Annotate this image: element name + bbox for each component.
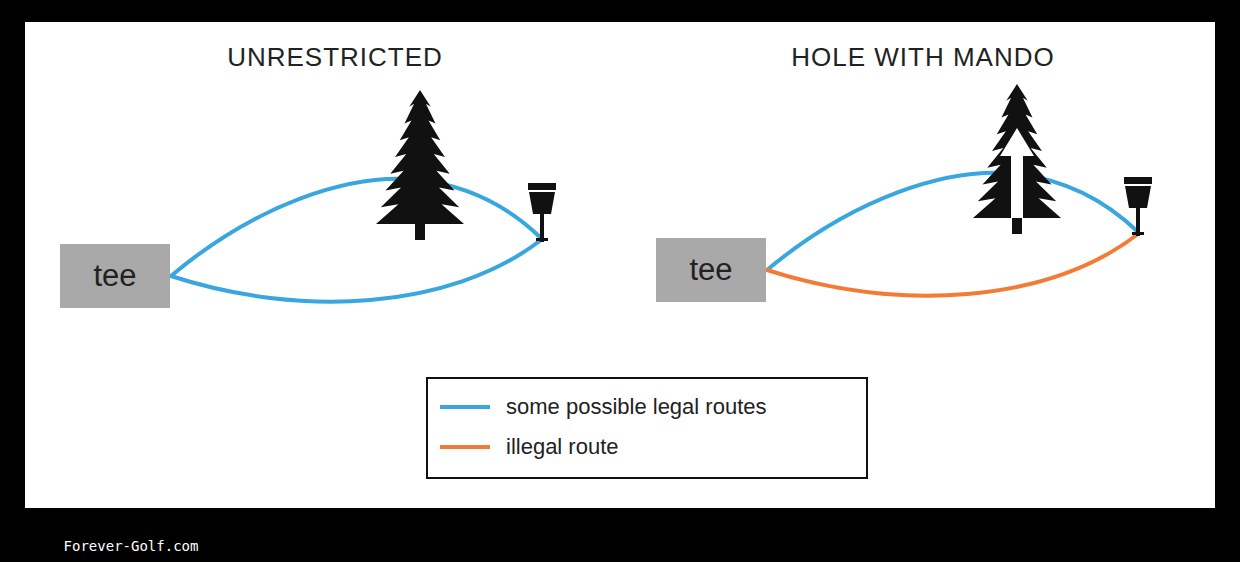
illegal-route <box>767 234 1138 296</box>
basket-chains <box>1125 186 1151 208</box>
basket-chains <box>529 192 555 214</box>
pine-tree <box>376 90 464 240</box>
tee-box: tee <box>656 238 766 302</box>
basket-pole <box>540 213 544 242</box>
panel-heading: HOLE WITH MANDO <box>791 42 1054 73</box>
legend-text: illegal route <box>506 434 619 459</box>
tee-label: tee <box>689 252 732 288</box>
legend-entry: illegal route <box>506 434 619 460</box>
panel-heading-text: HOLE WITH MANDO <box>791 42 1054 72</box>
panel <box>25 22 1215 508</box>
disc-golf-basket <box>528 183 556 242</box>
pine-tree <box>973 84 1061 234</box>
mando-arrow <box>1000 128 1034 218</box>
tee-box: tee <box>60 244 170 308</box>
panel-heading: UNRESTRICTED <box>227 42 443 73</box>
tree-crown <box>973 84 1061 218</box>
legal-route <box>171 179 541 276</box>
legend-box <box>427 378 867 478</box>
basket-pole <box>1136 207 1140 236</box>
basket-rim <box>528 183 556 190</box>
legend-text: some possible legal routes <box>506 394 766 419</box>
basket-rim <box>1124 177 1152 184</box>
legend-entry: some possible legal routes <box>506 394 766 420</box>
basket-base <box>1132 232 1144 235</box>
legal-route <box>767 173 1138 270</box>
panel-heading-text: UNRESTRICTED <box>227 42 443 72</box>
basket-base <box>536 238 548 241</box>
legal-route <box>171 240 541 302</box>
watermark: Forever-Golf.com <box>64 538 199 554</box>
legend-sample <box>440 445 490 449</box>
watermark-text: Forever-Golf.com <box>64 538 199 554</box>
tee-label: tee <box>93 258 136 294</box>
disc-golf-basket <box>1124 177 1152 236</box>
legend-sample <box>440 405 490 409</box>
tree-crown <box>376 90 464 224</box>
